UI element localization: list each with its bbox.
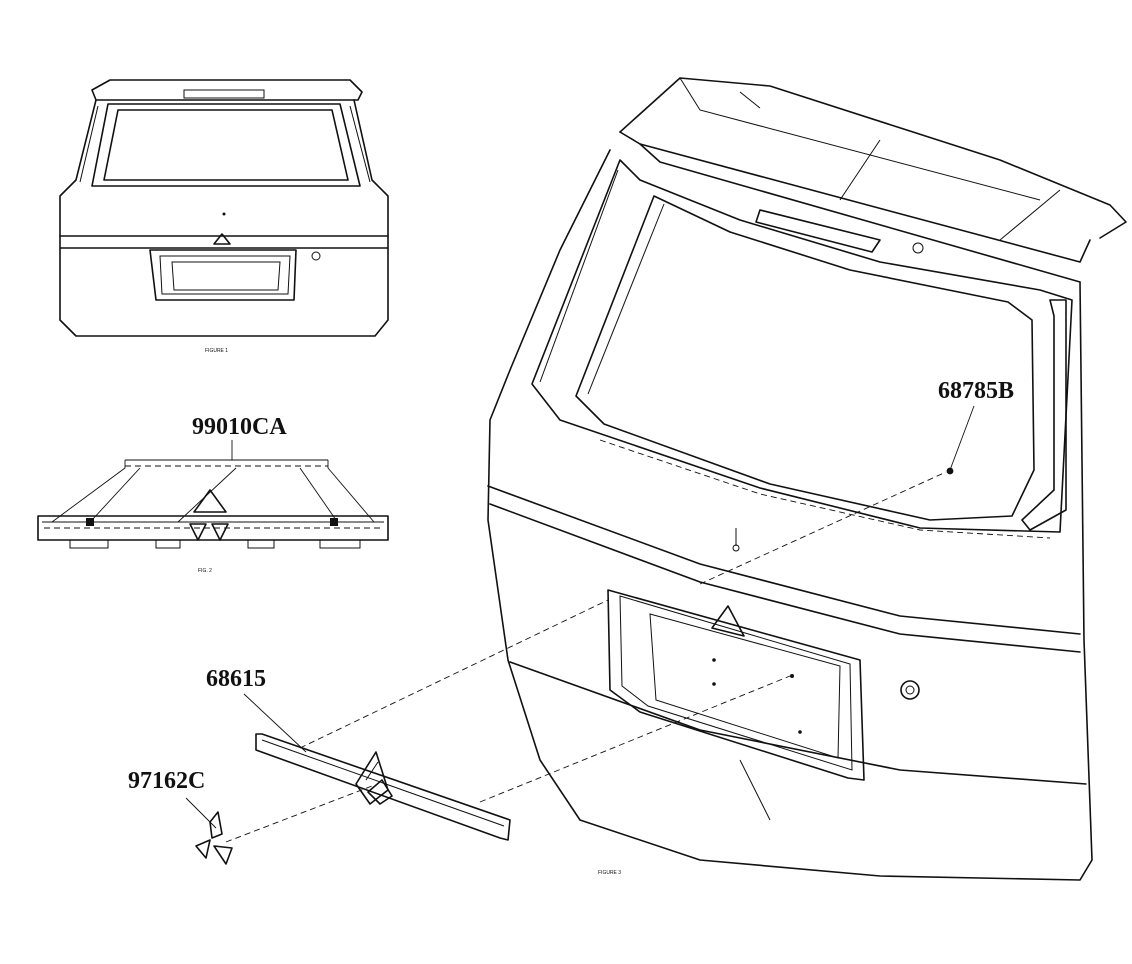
small-tailgate-view <box>59 79 389 337</box>
garnish-strip-detail <box>37 459 389 549</box>
emblem-part <box>195 811 233 865</box>
large-view-figure-mark: FIGURE 3 <box>598 870 621 876</box>
callout-68615: 68615 <box>206 666 266 692</box>
garnish-part <box>255 733 511 841</box>
large-tailgate-view <box>487 77 1127 881</box>
callout-99010CA: 99010CA <box>192 414 287 440</box>
callout-97162C: 97162C <box>128 768 205 794</box>
clip-68785B-marker <box>946 467 954 475</box>
leader-lines <box>185 405 975 829</box>
callout-68785B: 68785B <box>938 378 1014 404</box>
exploded-guide-lines <box>225 471 947 843</box>
small-view-figure-mark: FIGURE 1 <box>205 348 228 354</box>
strip-figure-mark: FIG. 2 <box>198 568 212 574</box>
